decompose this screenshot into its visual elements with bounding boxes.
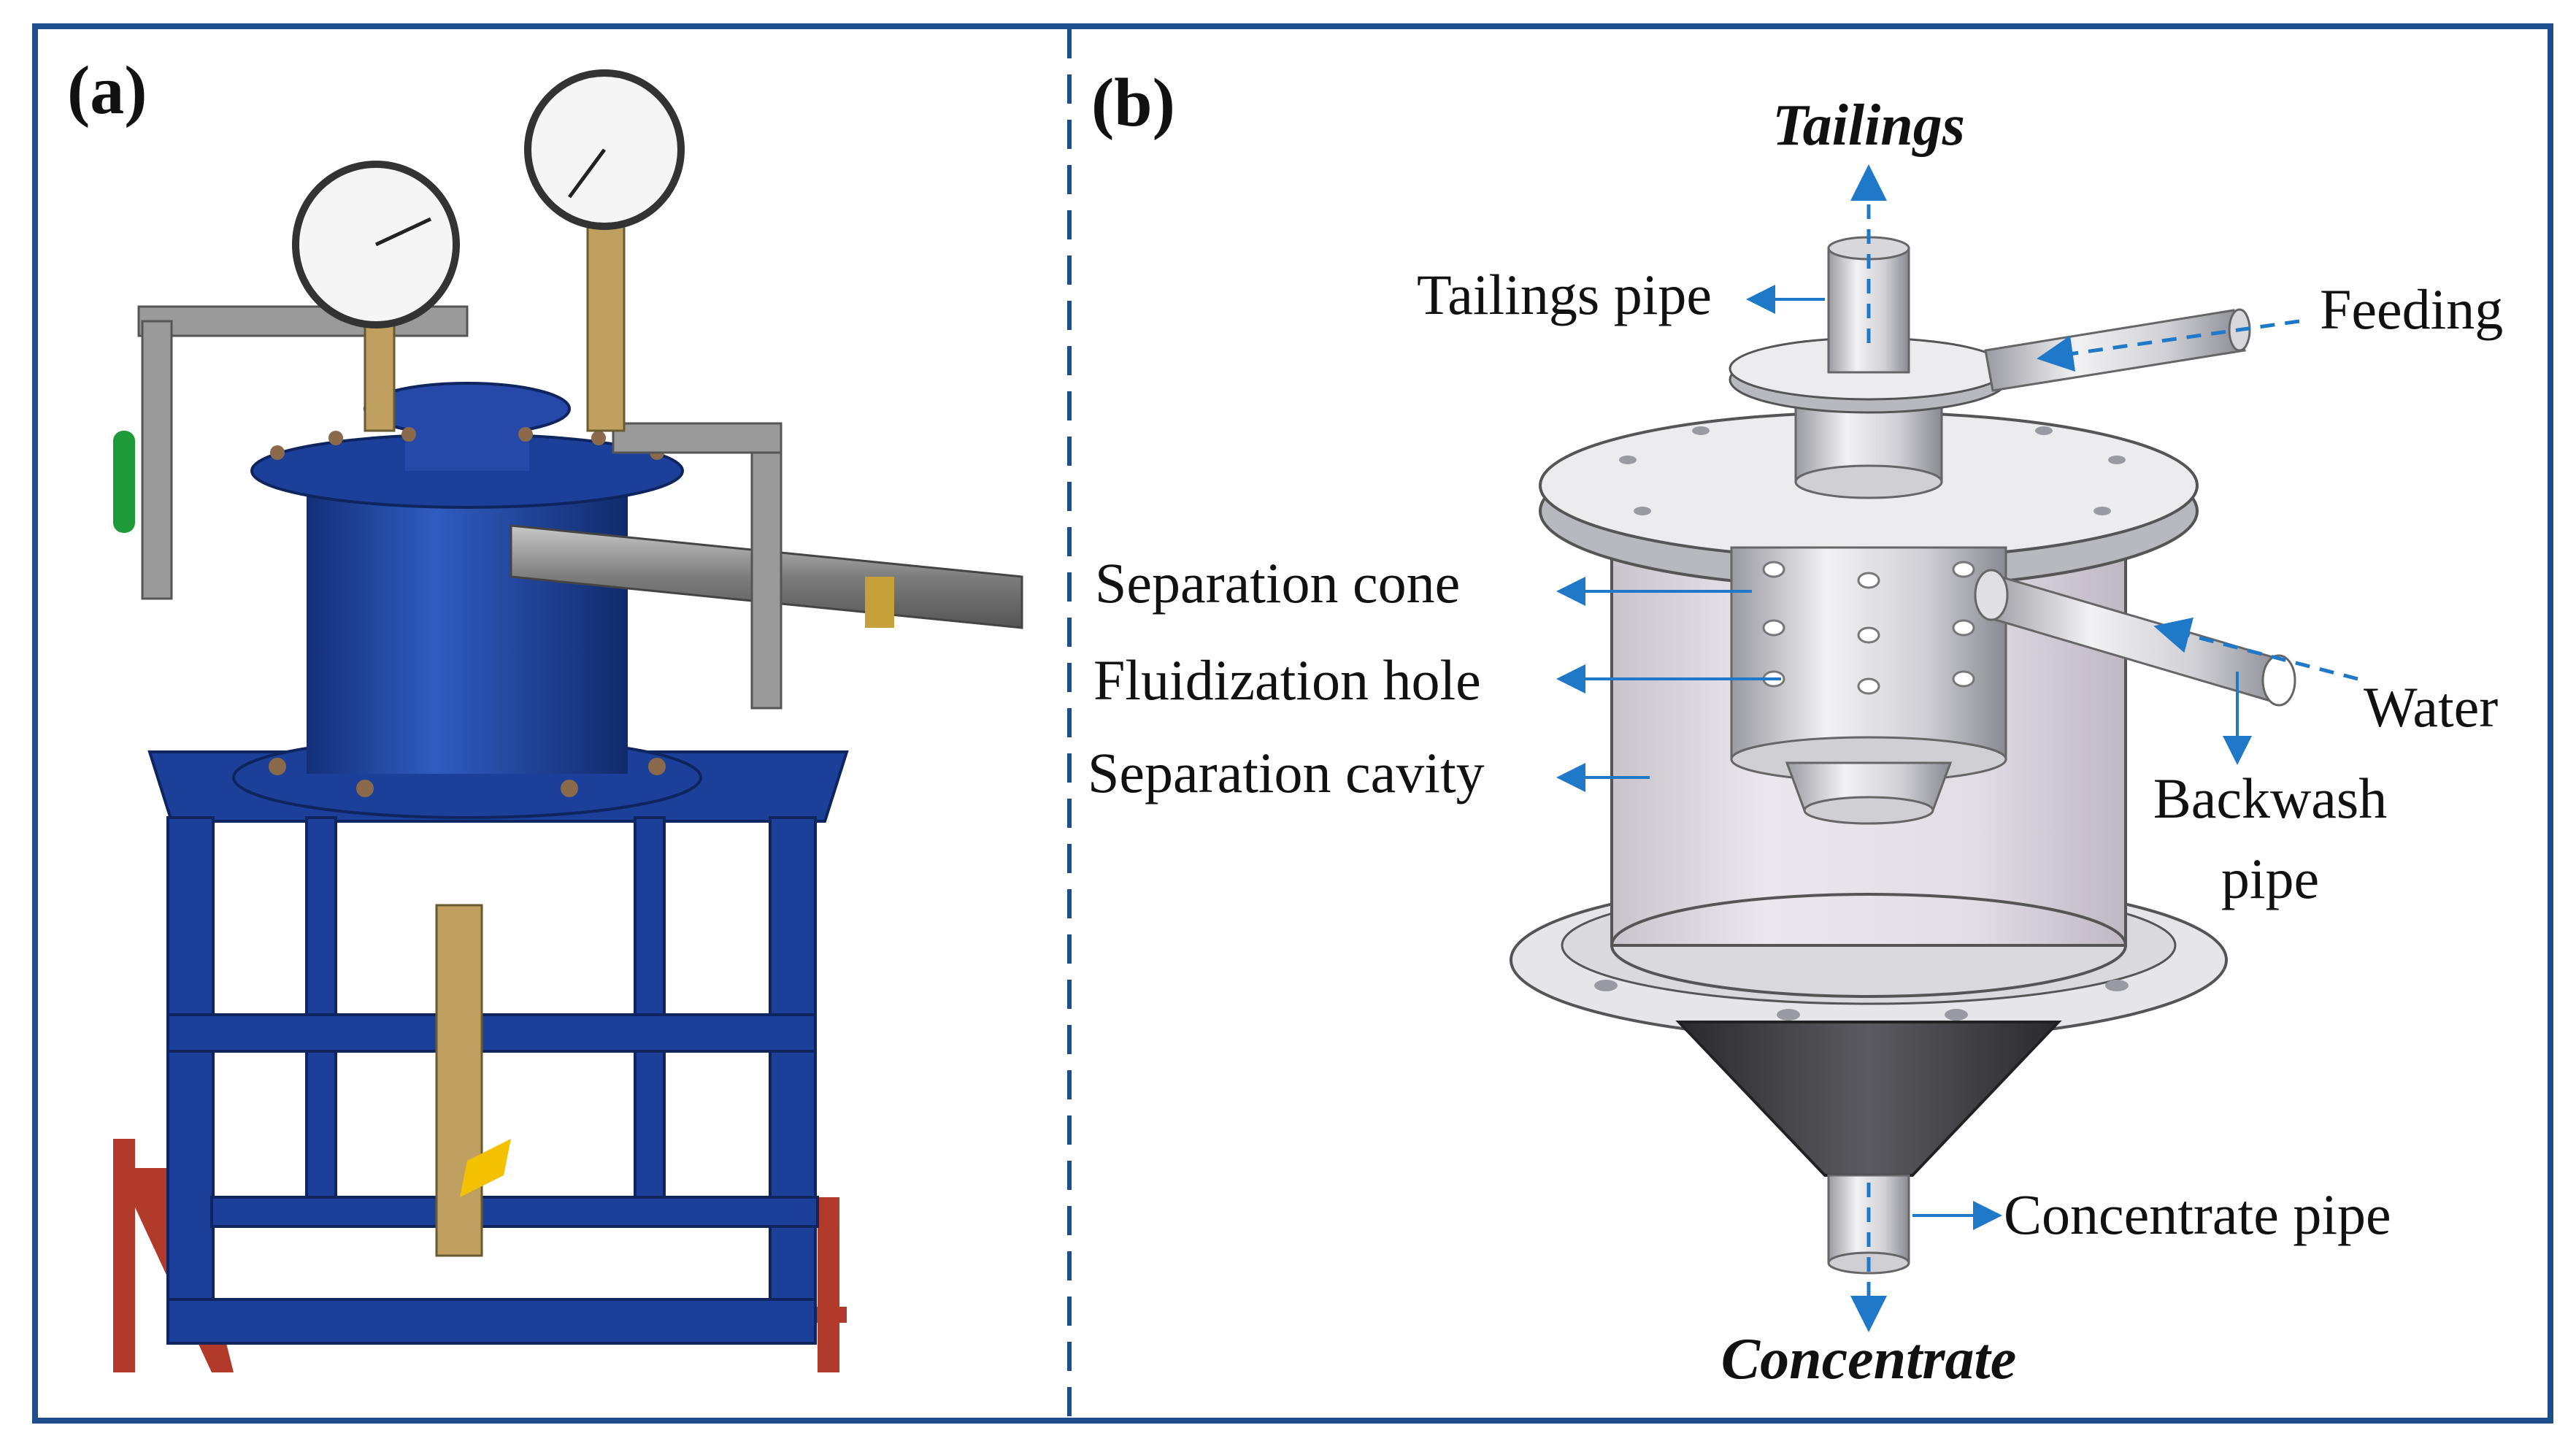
flow-arrows <box>1850 164 2358 1332</box>
bottom-valve-pipe <box>435 904 483 1257</box>
water-label: Water <box>2364 675 2498 739</box>
pressure-gauge-left <box>292 161 460 329</box>
panel-a-photo <box>113 69 1023 1372</box>
concentrate-label: Concentrate <box>1721 1327 2016 1391</box>
main-cylinder <box>307 467 628 774</box>
right-pipe-horizontal <box>612 422 783 454</box>
water-flow-arrow <box>2153 617 2358 681</box>
backwash-pipe-inlet <box>1974 569 2009 621</box>
tailings-pipe-label: Tailings pipe <box>1417 263 1712 326</box>
callout-lines <box>1556 285 2252 1230</box>
lid-neck <box>405 409 529 471</box>
green-valve <box>113 431 135 533</box>
concentrate-pipe-label: Concentrate pipe <box>2004 1183 2391 1246</box>
panel-b-schematic <box>1510 164 2358 1332</box>
feeding-pipe <box>1984 309 2246 392</box>
separation-cavity-label: Separation cavity <box>1088 741 1485 804</box>
backwash-pipe-label-line1: Backwash <box>2153 767 2388 830</box>
separation-cone-label: Separation cone <box>1095 551 1460 615</box>
backwash-pipe-opening <box>2261 654 2296 707</box>
right-gauge-stem <box>586 225 626 432</box>
blue-table <box>147 750 849 1345</box>
left-gauge-stem <box>364 320 396 432</box>
panel-a-label: (a) <box>67 53 147 128</box>
top-hub-bottom <box>1794 464 1943 499</box>
tailings-label: Tailings <box>1772 93 1965 158</box>
feeding-flow-arrow <box>2037 319 2300 372</box>
panel-b-label: (b) <box>1091 65 1175 141</box>
left-pipe-vertical <box>141 320 173 600</box>
figure-frame <box>32 23 2553 1424</box>
bottom-cone <box>1675 1021 2062 1177</box>
backwash-pipe-label-line2: pipe <box>2221 847 2319 910</box>
pressure-gauge-right <box>524 69 685 230</box>
cone-spigot-bottom <box>1803 796 1934 825</box>
bottom-valve-handle <box>460 1139 511 1197</box>
fluidization-holes <box>1762 561 1975 695</box>
fluidization-hole-label: Fluidization hole <box>1093 648 1481 712</box>
feeding-label: Feeding <box>2320 277 2503 341</box>
right-pipe <box>750 437 783 710</box>
cylinder-bottom-rim <box>1610 893 2127 998</box>
feed-pipe-band <box>865 577 894 628</box>
bolt-holes <box>1594 426 2129 1021</box>
